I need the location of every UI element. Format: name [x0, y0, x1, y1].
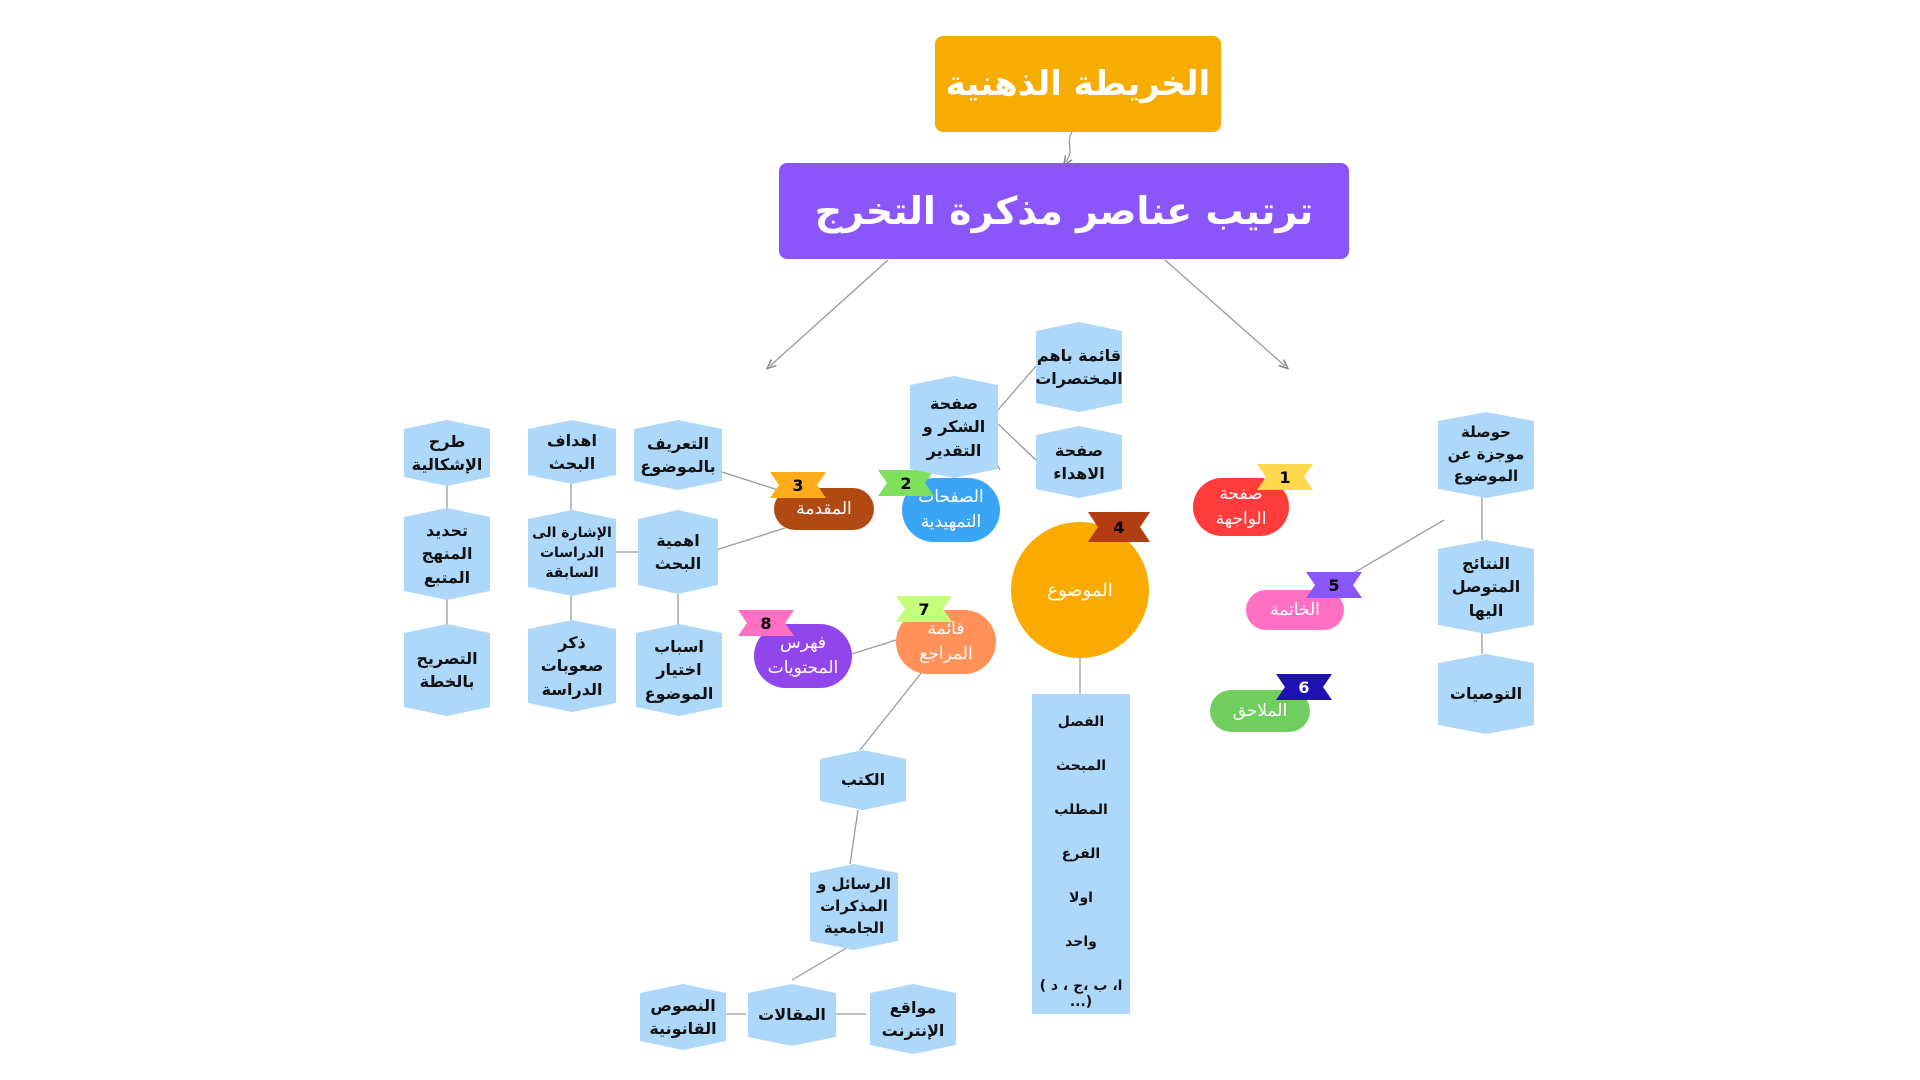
node-topic-choice-reasons-label: اسباب اختيار الموضوع: [644, 637, 714, 703]
subject-item-section: المبحث: [1055, 758, 1107, 774]
node-abbreviations-list: قائمة باهم المختصرات: [1036, 322, 1122, 412]
node-methodology: تحديد المنهج المتبع: [404, 508, 490, 600]
node-acknowledgment-label: صفحة الشكر و التقدير: [922, 394, 986, 460]
node-previous-studies-label: الإشارة الى الدراسات السابقة: [532, 524, 612, 582]
section-7-number: 7: [918, 599, 930, 619]
node-recommendations: التوصيات: [1438, 654, 1534, 734]
section-8-label: فهرس المحتويات: [767, 633, 839, 678]
node-abbreviations-label: قائمة باهم المختصرات: [1035, 345, 1123, 388]
node-books: الكتب: [820, 750, 906, 810]
connector-ack-dedication: [997, 423, 1037, 461]
node-theses-label: الرسائل و المذكرات الجامعية: [816, 875, 892, 937]
mind-map-title: الخريطة الذهنية: [935, 36, 1221, 132]
section-6-badge: 6: [1276, 674, 1332, 700]
node-research-importance-label: اهمية البحث: [654, 530, 702, 573]
node-topic-definition: التعريف بالموضوع: [634, 420, 722, 490]
section-1-number: 1: [1279, 467, 1291, 487]
subject-item-one: واحد: [1065, 934, 1097, 950]
node-research-goals-label: اهداف البحث: [547, 430, 597, 473]
section-4-label: الموضوع: [1047, 579, 1113, 601]
section-6-label: الملاحق: [1232, 700, 1288, 721]
node-research-goals: اهداف البحث: [528, 420, 616, 484]
node-recommendations-label: التوصيات: [1449, 684, 1523, 704]
section-5-badge: 5: [1306, 572, 1362, 598]
connector-books-theses: [849, 809, 859, 865]
connector-7-8: [851, 639, 897, 655]
section-8-node: فهرس المحتويات: [754, 624, 852, 688]
node-research-importance: اهمية البحث: [638, 510, 718, 594]
node-results-label: النتائج المتوصل اليها: [1451, 554, 1521, 620]
node-topic-summary-label: حوصلة موجزة عن الموضوع: [1447, 423, 1525, 485]
connector-3-definition: [721, 471, 779, 491]
section-4-number: 4: [1113, 517, 1125, 537]
main-left-arrow: [770, 259, 889, 366]
connector-ack-abbrev: [997, 365, 1037, 411]
node-methodology-label: تحديد المنهج المتبع: [421, 521, 473, 587]
section-5-number: 5: [1328, 575, 1340, 595]
node-results: النتائج المتوصل اليها: [1438, 540, 1534, 634]
node-topic-choice-reasons: اسباب اختيار الموضوع: [636, 624, 722, 716]
subject-item-requirement: المطلب: [1054, 802, 1108, 818]
node-theses: الرسائل و المذكرات الجامعية: [810, 864, 898, 950]
section-5-label: الخاتمة: [1270, 599, 1320, 620]
node-problem-statement: طرح الإشكالية: [404, 420, 490, 486]
node-dedication-page: صفحة الاهداء: [1036, 426, 1122, 498]
node-topic-definition-label: التعريف بالموضوع: [640, 433, 716, 476]
subject-item-first: اولا: [1069, 890, 1093, 906]
node-dedication-label: صفحة الاهداء: [1053, 440, 1105, 483]
subject-item-letters: ( ا، ب ،ج ، د ...): [1039, 978, 1123, 1010]
section-4-badge: 4: [1088, 512, 1150, 542]
node-acknowledgment-page: صفحة الشكر و التقدير: [910, 376, 998, 478]
node-problem-statement-label: طرح الإشكالية: [411, 431, 483, 474]
main-right-arrow: [1164, 259, 1285, 366]
connector-7-books: [859, 671, 923, 751]
node-articles-label: المقالات: [758, 1005, 826, 1025]
section-2-number: 2: [900, 473, 912, 493]
connector-3-importance: [715, 527, 786, 551]
section-3-label: المقدمة: [796, 498, 852, 519]
node-websites: مواقع الإنترنت: [870, 984, 956, 1054]
section-4-node: الموضوع: [1011, 522, 1149, 658]
subject-item-branch: الفرع: [1061, 846, 1101, 862]
main-topic-box: ترتيب عناصر مذكرة التخرج: [779, 163, 1349, 259]
mind-map-title-text: الخريطة الذهنية: [945, 64, 1211, 104]
node-previous-studies: الإشارة الى الدراسات السابقة: [528, 510, 616, 596]
title-to-main-connector: [1066, 131, 1073, 162]
subject-item-chapter: الفصل: [1057, 714, 1105, 730]
node-articles: المقالات: [748, 984, 836, 1046]
section-7-badge: 7: [896, 596, 952, 622]
subject-structure-list: الفصل المبحث المطلب الفرع اولا واحد ( ا،…: [1032, 694, 1130, 1014]
node-websites-label: مواقع الإنترنت: [881, 997, 945, 1040]
main-topic-text: ترتيب عناصر مذكرة التخرج: [814, 189, 1314, 233]
section-3-number: 3: [792, 475, 804, 495]
node-topic-summary: حوصلة موجزة عن الموضوع: [1438, 412, 1534, 498]
node-plan-statement: التصريح بالخطة: [404, 624, 490, 716]
section-7-label: قائمة المراجع: [919, 619, 973, 664]
node-books-label: الكتب: [840, 770, 886, 790]
section-1-label: صفحة الواجهة: [1215, 484, 1267, 529]
section-2-label: الصفحات التمهيدية: [918, 487, 984, 532]
node-plan-statement-label: التصريح بالخطة: [416, 648, 478, 691]
section-8-badge: 8: [738, 610, 794, 636]
connector-5-summary: [1344, 519, 1445, 579]
section-6-number: 6: [1298, 677, 1310, 697]
node-legal-texts: النصوص القانونية: [640, 984, 726, 1050]
section-8-number: 8: [760, 613, 772, 633]
node-study-difficulties: ذكر صعوبات الدراسة: [528, 620, 616, 712]
section-1-badge: 1: [1257, 464, 1313, 490]
section-3-badge: 3: [770, 472, 826, 498]
node-legal-texts-label: النصوص القانونية: [649, 995, 717, 1038]
node-study-difficulties-label: ذكر صعوبات الدراسة: [540, 633, 604, 699]
section-2-badge: 2: [878, 470, 934, 496]
connector-theses-articles: [791, 945, 851, 981]
